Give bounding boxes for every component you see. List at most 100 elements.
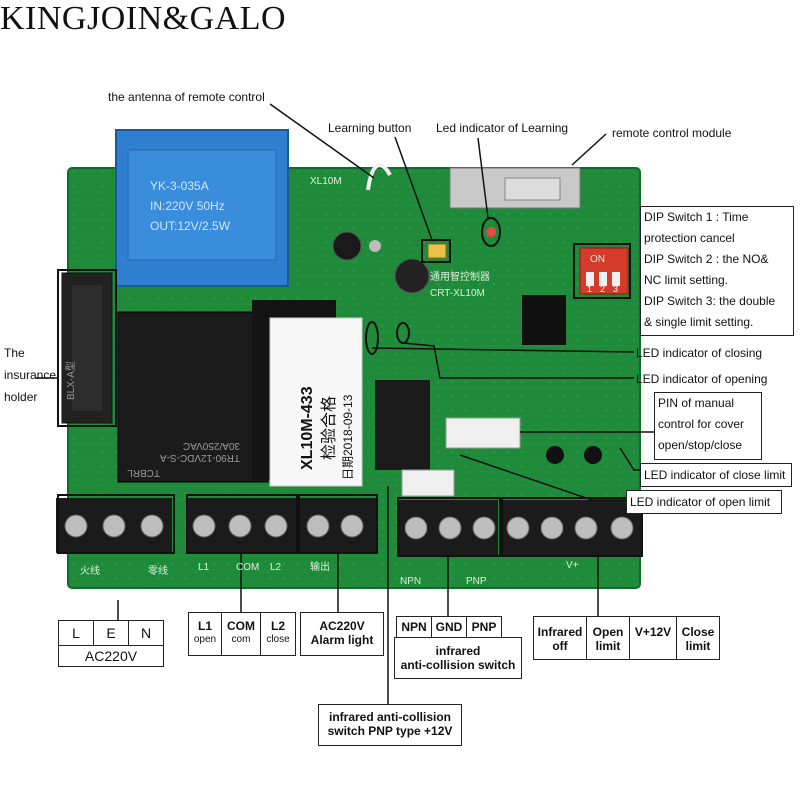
- label-remote-module: remote control module: [612, 126, 732, 140]
- silk-crt: CRT-XL10M: [430, 288, 485, 299]
- limit-1-l1: Open: [592, 625, 624, 639]
- pnp-note-1: infrared anti-collision: [328, 710, 451, 724]
- silk-vplus: V+: [566, 560, 579, 571]
- relay-text-2: TR90-12VDC-S-A: [160, 452, 240, 463]
- l2-sub: close: [266, 634, 290, 645]
- label-led-open-limit: LED indicator of open limit: [630, 495, 771, 509]
- dip-description-box: DIP Switch 1 : Time protection cancel DI…: [640, 206, 794, 336]
- terminal-blocks: [56, 498, 642, 555]
- learning-button-part: [427, 243, 447, 259]
- alarm-line-1: AC220V: [319, 619, 365, 633]
- dip-line-3: DIP Switch 2 : the NO&: [644, 252, 769, 266]
- led-close-limit-box: LED indicator of close limit: [640, 463, 792, 487]
- ic-chip: [522, 295, 566, 345]
- manual-line-2: control for cover: [658, 417, 745, 431]
- silk-com: COM: [236, 562, 259, 573]
- capacitor: [332, 231, 362, 261]
- ac-letter-e: E: [93, 620, 129, 646]
- relay-text-3: 30A/250VAC: [183, 440, 240, 451]
- label-led-opening: LED indicator of opening: [636, 372, 768, 386]
- pnp-note-box: infrared anti-collision switch PNP type …: [318, 704, 462, 746]
- label-antenna: the antenna of remote control: [108, 90, 265, 104]
- silk-left-1: 火线: [80, 564, 100, 577]
- dip-line-5: DIP Switch 3: the double: [644, 294, 776, 308]
- dip-switch-part: [579, 247, 629, 295]
- outline-limit-terminals: [501, 497, 643, 557]
- outline-ac-terminals: [57, 494, 175, 554]
- limit-0-l1: Infrared: [537, 625, 583, 639]
- ac-letter-l: L: [58, 620, 94, 646]
- dip-num-3: 3: [613, 284, 618, 294]
- dip-num-2: 2: [600, 284, 605, 294]
- limit-close: Close limit: [676, 616, 720, 660]
- limit-vplus: V+12V: [629, 616, 677, 660]
- limit-infrared-off: Infrared off: [533, 616, 587, 660]
- com-sub: com: [231, 634, 251, 645]
- dip-line-6: & single limit setting.: [644, 315, 754, 329]
- limit-3-l1: Close: [681, 625, 715, 639]
- terminal-com: COM com: [221, 612, 261, 656]
- sticker-check: 检验合格: [320, 396, 338, 460]
- dip-line-2: protection cancel: [644, 231, 735, 245]
- led-open-limit-box: LED indicator of open limit: [626, 490, 782, 514]
- terminal-pnp: PNP: [466, 616, 502, 638]
- outline-learning-button: [421, 239, 451, 263]
- ac-voltage: AC220V: [58, 645, 164, 667]
- label-led-closing: LED indicator of closing: [636, 346, 763, 360]
- dip-line-4: NC limit setting.: [644, 273, 729, 287]
- ir-caption-2: anti-collision switch: [400, 658, 516, 672]
- limit-2-l1: V+12V: [634, 625, 672, 639]
- ir-caption-1: infrared: [435, 644, 481, 658]
- manual-line-1: PIN of manual: [658, 396, 735, 410]
- antenna-wire: [366, 163, 392, 191]
- outline-insurance: [57, 269, 117, 427]
- terminal-alarm: AC220V Alarm light: [300, 612, 384, 656]
- limit-open: Open limit: [586, 616, 630, 660]
- silk-npn: NPN: [400, 576, 421, 587]
- terminal-npn: NPN: [396, 616, 432, 638]
- outline-led-learning: [481, 217, 501, 247]
- terminal-l2: L2 close: [260, 612, 296, 656]
- pnp-note-2: switch PNP type +12V: [327, 724, 453, 738]
- insurance-line-3: holder: [4, 390, 38, 404]
- label-led-close-limit: LED indicator of close limit: [644, 468, 786, 482]
- outline-lcom-terminals: [186, 494, 298, 554]
- l1-sub: open: [193, 634, 217, 645]
- inspection-sticker: [269, 317, 363, 487]
- label-insurance: The insurance holder: [4, 342, 56, 408]
- alarm-line-2: Alarm light: [310, 633, 374, 647]
- silk-l2: L2: [270, 562, 282, 573]
- manual-pin-box: PIN of manual control for cover open/sto…: [654, 392, 762, 460]
- silk-l1: L1: [198, 562, 210, 573]
- silk-dip-on: ON: [590, 254, 605, 265]
- silk-tool: 通用智控制器: [430, 270, 490, 283]
- sticker-date: 日期2018-09-13: [341, 394, 355, 480]
- transformer-line-2: IN:220V 50Hz: [150, 199, 225, 213]
- outline-ir-terminals: [397, 497, 501, 557]
- dip-line-1: DIP Switch 1 : Time: [644, 210, 749, 224]
- insurance-line-1: The: [4, 346, 25, 360]
- ir-caption: infrared anti-collision switch: [394, 637, 522, 679]
- silk-pnp: PNP: [466, 576, 487, 587]
- limit-1-l2: limit: [595, 639, 621, 653]
- label-led-learning: Led indicator of Learning: [436, 121, 569, 135]
- sticker-model: XL10M-433: [299, 386, 316, 470]
- insurance-line-2: insurance: [4, 368, 57, 382]
- terminal-gnd: GND: [431, 616, 467, 638]
- manual-pin-header: [445, 417, 521, 449]
- limit-0-l2: off: [552, 639, 568, 653]
- ac-letter-n: N: [128, 620, 164, 646]
- limit-3-l2: limit: [685, 639, 711, 653]
- outline-led-closing: [365, 321, 379, 355]
- dip-num-1: 1: [587, 284, 592, 294]
- silk-left-2: 零线: [148, 564, 168, 577]
- silk-model: XL10M: [310, 176, 342, 187]
- l2-title: L2: [270, 619, 285, 633]
- relay: [117, 311, 269, 483]
- relay-text-1: TCBRL: [127, 467, 160, 478]
- fuse-text: BLX-A型: [64, 361, 77, 400]
- transformer-line-3: OUT:12V/2.5W: [150, 219, 231, 233]
- silk-lamp: 输出: [310, 560, 330, 573]
- ir-header: [401, 469, 455, 497]
